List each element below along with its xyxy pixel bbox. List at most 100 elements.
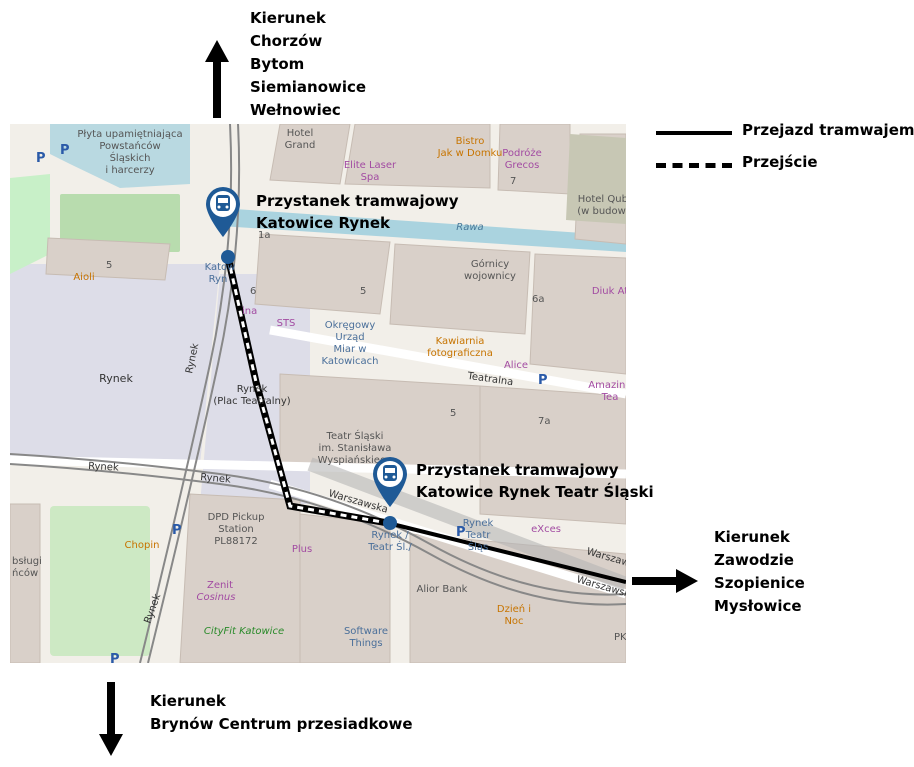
svg-text:Rynek: Rynek xyxy=(99,372,133,385)
svg-text:6: 6 xyxy=(250,286,256,297)
tram-stop-pin-icon[interactable] xyxy=(371,456,409,508)
stop-dot-rynek[interactable] xyxy=(221,250,235,264)
stop-label-rynek: Przystanek tramwajowy Katowice Rynek xyxy=(256,192,459,232)
svg-text:P: P xyxy=(36,151,46,166)
svg-text:Alior Bank: Alior Bank xyxy=(417,584,468,595)
direction-east-label: Kierunek Zawodzie Szopienice Mysłowice xyxy=(714,528,805,615)
direction-north-label: Kierunek Chorzów Bytom Siemianowice Wełn… xyxy=(250,9,367,119)
svg-text:Grecos: Grecos xyxy=(505,160,540,171)
svg-text:Elite Laser: Elite Laser xyxy=(344,160,397,171)
svg-text:STS: STS xyxy=(277,318,296,329)
green-area xyxy=(10,174,50,274)
svg-text:Software: Software xyxy=(344,626,388,637)
svg-text:1a: 1a xyxy=(258,230,271,241)
svg-text:6a: 6a xyxy=(532,294,545,305)
svg-text:Things: Things xyxy=(348,638,382,649)
svg-text:Rynek: Rynek xyxy=(237,384,268,395)
tree-grid xyxy=(50,194,180,656)
svg-text:5: 5 xyxy=(450,408,456,419)
svg-text:im. Stanisława: im. Stanisława xyxy=(319,443,392,454)
svg-text:Hotel Qubu: Hotel Qubu xyxy=(578,194,626,205)
legend-walk-label: Przejście xyxy=(742,153,818,171)
svg-text:ńców: ńców xyxy=(12,567,38,579)
svg-text:Chopin: Chopin xyxy=(125,540,160,551)
svg-text:Teatr Śląski: Teatr Śląski xyxy=(326,429,384,442)
route-walk xyxy=(226,256,389,525)
svg-text:Bistro: Bistro xyxy=(456,136,485,147)
tram-stop-pin-icon[interactable] xyxy=(204,186,242,238)
stop-dot-teatr[interactable] xyxy=(383,516,397,530)
svg-text:P: P xyxy=(172,523,182,538)
svg-text:Wyspiańskiego: Wyspiańskiego xyxy=(318,454,393,466)
svg-text:Spa: Spa xyxy=(361,172,380,183)
svg-text:Kawiarnia: Kawiarnia xyxy=(436,336,485,347)
legend-walk-line xyxy=(656,163,732,168)
svg-text:Jak w Domku: Jak w Domku xyxy=(437,148,503,159)
svg-text:Rynek: Rynek xyxy=(88,461,119,474)
river-rawa xyxy=(220,208,626,252)
plaza-rynek xyxy=(10,264,220,464)
svg-text:Plus: Plus xyxy=(292,544,312,555)
arrow-east-icon xyxy=(632,569,698,593)
svg-text:DPD Pickup: DPD Pickup xyxy=(208,512,265,523)
svg-text:Amazing: Amazing xyxy=(588,380,626,391)
svg-text:P: P xyxy=(456,525,466,540)
svg-text:Diuk At: Diuk At xyxy=(592,286,626,297)
svg-text:(w budowie: (w budowie xyxy=(577,206,626,217)
svg-text:Rynek: Rynek xyxy=(200,472,232,486)
svg-text:5: 5 xyxy=(360,286,366,297)
svg-text:eXces: eXces xyxy=(531,524,561,535)
svg-text:Hotel: Hotel xyxy=(287,128,314,139)
legend-tram-label: Przejazd tramwajem xyxy=(742,121,914,139)
svg-text:(Plac Teatralny): (Plac Teatralny) xyxy=(213,396,290,407)
svg-text:Miar w: Miar w xyxy=(333,344,366,355)
svg-text:fotograficzna: fotograficzna xyxy=(427,348,493,359)
svg-text:Ryn: Ryn xyxy=(209,274,228,285)
svg-text:Alice: Alice xyxy=(504,360,528,371)
svg-text:Rynek: Rynek xyxy=(463,518,494,529)
svg-text:Grand: Grand xyxy=(285,140,316,151)
svg-text:Górnicy: Górnicy xyxy=(471,258,509,270)
svg-text:P: P xyxy=(110,652,120,663)
poi-icons: P P P P P P xyxy=(36,143,548,663)
svg-text:wojownicy: wojownicy xyxy=(464,271,516,282)
svg-text:Katow: Katow xyxy=(205,262,236,273)
svg-text:Dzień i: Dzień i xyxy=(497,603,531,615)
legend-tram-line xyxy=(656,131,732,135)
svg-text:Śląs: Śląs xyxy=(468,540,488,553)
arrow-north-icon xyxy=(205,40,229,118)
svg-text:Śląskich: Śląskich xyxy=(110,151,151,164)
legend-tram: Przejazd tramwajem xyxy=(656,121,914,143)
arrow-south-icon xyxy=(99,682,123,756)
svg-text:PK: PK xyxy=(614,632,626,643)
svg-text:7a: 7a xyxy=(538,416,551,427)
svg-text:Podróże: Podróże xyxy=(502,147,542,159)
svg-text:Tea: Tea xyxy=(601,392,619,403)
map[interactable]: Płyta upamiętniająca Powstańców Śląskich… xyxy=(10,124,626,663)
platform xyxy=(307,457,626,591)
route-tram xyxy=(387,521,626,584)
svg-text:Rawa: Rawa xyxy=(456,222,483,233)
direction-south-label: Kierunek Brynów Centrum przesiadkowe xyxy=(150,692,413,733)
legend-walk: Przejście xyxy=(656,153,906,175)
svg-text:Okręgowy: Okręgowy xyxy=(325,320,376,331)
svg-text:Płyta upamiętniająca: Płyta upamiętniająca xyxy=(77,129,182,140)
water-top xyxy=(50,124,190,188)
svg-text:7: 7 xyxy=(510,176,516,187)
svg-text:Rynek /: Rynek / xyxy=(371,530,409,541)
svg-text:Katowicach: Katowicach xyxy=(322,356,379,367)
svg-text:Urząd: Urząd xyxy=(335,332,364,343)
svg-text:Teatr Śl./: Teatr Śl./ xyxy=(367,540,412,553)
svg-text:Powstańców: Powstańców xyxy=(99,140,160,152)
svg-text:CityFit Katowice: CityFit Katowice xyxy=(204,626,284,637)
svg-text:Teatr: Teatr xyxy=(465,530,492,541)
svg-text:5: 5 xyxy=(106,260,112,271)
svg-text:Cosinus: Cosinus xyxy=(197,592,236,603)
svg-text:P: P xyxy=(60,143,70,158)
svg-text:i harcerzy: i harcerzy xyxy=(105,165,154,176)
map-labels: Płyta upamiętniająca Powstańców Śląskich… xyxy=(12,128,626,649)
svg-text:Aioli: Aioli xyxy=(73,272,94,283)
svg-text:Zenit: Zenit xyxy=(207,580,233,591)
stop-label-teatr: Przystanek tramwajowy Katowice Rynek Tea… xyxy=(416,461,654,501)
construction-area xyxy=(566,134,626,224)
